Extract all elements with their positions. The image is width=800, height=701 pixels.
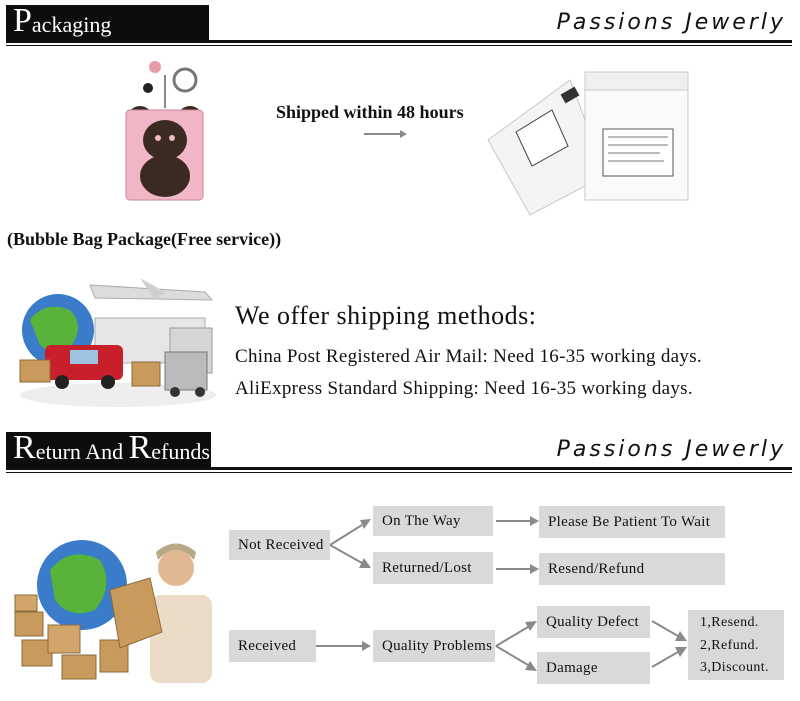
quality-problems-box: Quality Problems xyxy=(373,630,495,662)
bubble-bag-text: (Bubble Bag Package(Free service)) xyxy=(7,229,282,249)
flow-arrows xyxy=(316,516,687,671)
brand-name-top: Passions Jewerly xyxy=(556,10,786,35)
packaging-tab-rest: ackaging xyxy=(31,12,112,37)
header-rule-thin xyxy=(6,45,792,46)
logistics-image xyxy=(19,278,216,407)
header-rule-thick xyxy=(6,40,792,43)
refunds-tab-initial: R xyxy=(128,429,152,466)
resolution-option: 2,Refund. xyxy=(700,637,759,653)
returns-rule-thick xyxy=(6,467,792,470)
returns-tab-initial: R xyxy=(13,429,36,466)
received-box: Received xyxy=(229,630,316,662)
not-received-box: Not Received xyxy=(229,530,330,560)
returns-tab-word: eturn And xyxy=(35,439,129,464)
resend-refund-box: Resend/Refund xyxy=(539,553,725,585)
shipped-within-text: Shipped within 48 hours xyxy=(276,102,464,122)
returned-lost-box: Returned/Lost xyxy=(373,552,493,584)
delivery-man-image xyxy=(14,540,212,683)
returns-rule-thin xyxy=(6,472,792,473)
brand-name-returns: Passions Jewerly xyxy=(556,437,786,462)
damage-box: Damage xyxy=(537,652,650,684)
packaging-tab-initial: P xyxy=(13,2,32,39)
resolution-options-box: 1,Resend. 2,Refund. 3,Discount. xyxy=(688,610,784,680)
refunds-tab-word: efunds xyxy=(151,439,210,464)
shipping-methods-title: We offer shipping methods: xyxy=(235,301,537,330)
on-the-way-box: On The Way xyxy=(373,506,493,536)
resolution-option: 3,Discount. xyxy=(700,660,769,675)
shipping-method-line: AliExpress Standard Shipping: Need 16-35… xyxy=(235,378,693,399)
quality-defect-box: Quality Defect xyxy=(537,606,650,638)
resolution-option: 1,Resend. xyxy=(700,615,759,630)
bear-keychain-image xyxy=(125,61,204,201)
bubble-mailer-image xyxy=(487,71,689,216)
shipping-arrow-small xyxy=(364,130,407,138)
shipping-method-line: China Post Registered Air Mail: Need 16-… xyxy=(235,346,702,367)
please-wait-box: Please Be Patient To Wait xyxy=(539,506,725,538)
